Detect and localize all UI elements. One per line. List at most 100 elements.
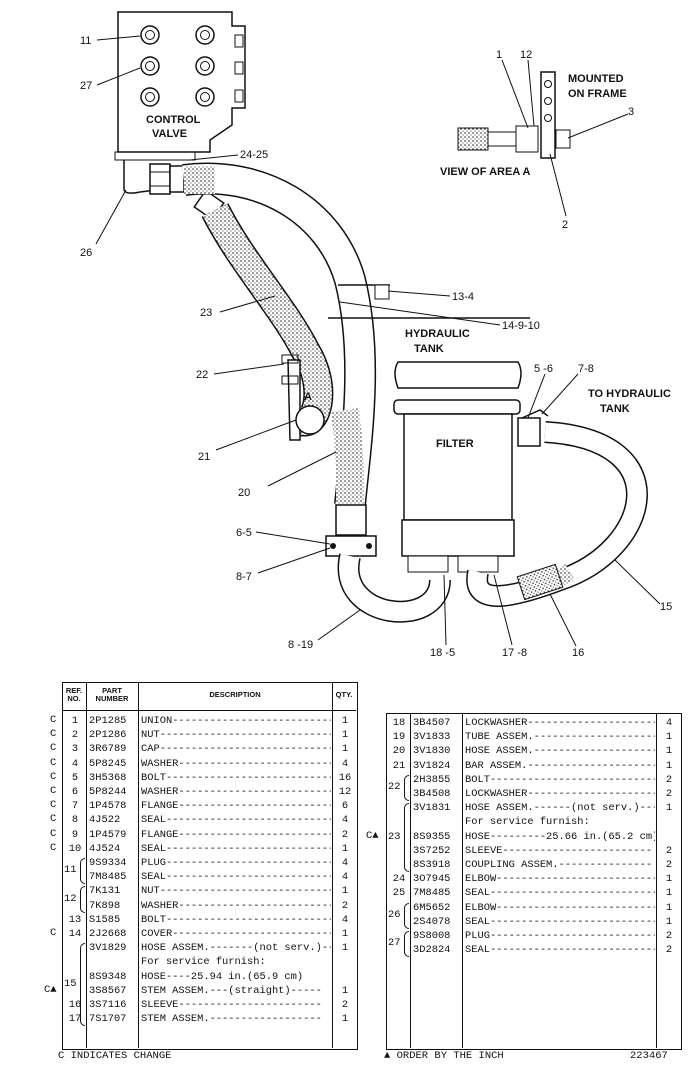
description-cell: NUT------------------------------- (141, 885, 331, 898)
callout-numbers: 11 27 1 12 3 2 24-25 26 13-4 14-9-10 23 … (80, 35, 672, 659)
part-number-cell: 2P1286 (89, 729, 127, 742)
control-valve: CONTROL VALVE (114, 11, 246, 161)
table-row: 45P8245WASHER---------------------------… (62, 757, 356, 771)
part-number-cell: 5P8244 (89, 786, 127, 798)
description-header: DESCRIPTION (209, 690, 261, 699)
description-cell: FLANGE---------------------------- (141, 828, 331, 841)
group-ref-number: 26 (388, 908, 401, 921)
part-number-cell: 3V1829 (89, 942, 127, 955)
elbow-fitting (517, 409, 549, 447)
part-number-cell: 3S7116 (89, 999, 127, 1011)
ref-cell: 18 (392, 717, 406, 729)
ref-cell: 21 (392, 759, 406, 772)
hose-20 (181, 162, 377, 507)
table-row: 7K131 NUT------------------------------- 1 (62, 884, 356, 898)
table-row: 9S9334PLUG------------------------------… (62, 856, 356, 870)
description-cell: LOCKWASHER------------------------- (465, 717, 655, 729)
description-cell: PLUG------------------------------- (465, 930, 655, 942)
ref-cell: 4 (71, 757, 79, 770)
right-parts-table: 183B4507LOCKWASHER----------------------… (386, 713, 680, 1048)
mounted-label-1: MOUNTED (568, 73, 624, 85)
description-cell: LOCKWASHER------------------------- (465, 788, 655, 800)
callout-12: 12 (520, 49, 532, 61)
group-ref-number: 27 (388, 937, 401, 950)
callout-13-4: 13-4 (452, 291, 474, 303)
description-cell: HOSE---------25.66 in.(65.2 cm) (465, 830, 655, 843)
qty-cell: 1 (341, 885, 349, 898)
table-row: 84J522SEAL------------------------------… (62, 813, 356, 827)
ref-cell: 19 (392, 731, 406, 744)
callout-20: 20 (238, 487, 250, 499)
callout-2: 2 (562, 219, 568, 231)
part-number-cell: 4J524 (89, 842, 121, 855)
description-cell: BOLT------------------------------- (465, 773, 655, 786)
qty-cell: 6 (341, 800, 349, 813)
qty-cell: 1 (665, 887, 673, 900)
qty-cell: 2 (665, 930, 673, 942)
qty-cell: 4 (341, 857, 349, 869)
callout-27: 27 (80, 80, 92, 92)
tank-label-1: HYDRAULIC (405, 328, 470, 340)
right-table-frame (386, 713, 682, 1050)
table-row: 12P1285UNION----------------------------… (62, 714, 356, 728)
ref-cell: 25 (392, 887, 406, 900)
filter-label: FILTER (436, 438, 474, 450)
callout-8-19: 8 -19 (288, 639, 313, 651)
group-ref-number: 12 (64, 892, 77, 905)
table-row: 3S7252 SLEEVE------------------------2 (386, 844, 680, 858)
part-number-cell: 2S4078 (413, 915, 451, 928)
description-cell: SEAL------------------------------ (141, 871, 331, 884)
description-cell: ELBOW------------------------------ (465, 901, 655, 914)
group-brace (80, 943, 85, 1027)
description-cell: STEM ASSEM.------------------ (141, 1013, 322, 1026)
qty-cell: 2 (665, 859, 673, 871)
group-brace (80, 886, 85, 913)
ref-cell: 5 (71, 771, 79, 784)
part-number-cell: 8S3918 (413, 859, 451, 871)
part-number-cell: 3V1824 (413, 759, 451, 772)
qty-cell: 1 (341, 942, 349, 955)
table-row: 7M8485SEAL------------------------------… (62, 870, 356, 884)
description-cell: SEAL------------------------------- (465, 887, 655, 900)
change-order-flag-left: C▲ (44, 983, 57, 996)
group-brace (404, 902, 409, 929)
callout-7-8-top: 7-8 (578, 363, 594, 375)
description-cell: BAR ASSEM.------------------------- (465, 759, 655, 772)
qty-cell: 1 (341, 928, 349, 940)
change-order-flag-right: C▲ (366, 829, 379, 842)
qty-cell: 2 (341, 999, 349, 1011)
qty-cell: 2 (665, 844, 673, 857)
description-cell: CAP------------------------------- (141, 743, 331, 756)
table-row: 71P4578FLANGE---------------------------… (62, 799, 356, 813)
change-flag: C (50, 841, 57, 854)
left-table-frame (62, 682, 358, 1050)
description-cell: HOSE----25.94 in.(65.9 cm) (141, 970, 304, 983)
tank-label-2: TANK (414, 343, 444, 355)
description-cell: NUT------------------------------- (141, 729, 331, 742)
change-flag: C (50, 785, 57, 797)
description-cell: WASHER---------------------------- (141, 757, 331, 770)
description-cell: SLEEVE----------------------- (141, 999, 322, 1011)
group-ref-number: 22 (388, 781, 401, 793)
qty-cell: 2 (665, 788, 673, 800)
part-number-cell: 3V1833 (413, 731, 451, 744)
table-row: 3D2824SEAL------------------------------… (386, 943, 680, 957)
part-number-cell: 7K131 (89, 885, 121, 898)
part-number-cell: 3O7945 (413, 873, 451, 886)
qty-cell: 4 (341, 913, 349, 926)
qty-cell: 1 (341, 715, 349, 727)
qty-cell: 1 (665, 745, 673, 758)
table-row: For service furnish: (386, 815, 680, 829)
callout-1: 1 (496, 49, 502, 61)
table-row: 8S3918 COUPLING ASSEM.---------------2 (386, 858, 680, 872)
part-number-cell: 3B4508 (413, 788, 451, 800)
view-area-a: MOUNTED ON FRAME VIEW OF AREA A (440, 71, 627, 178)
table-row: 53H5368BOLT-----------------------------… (62, 771, 356, 785)
part-number-cell: 2H3855 (413, 773, 451, 786)
ref-cell: 1 (71, 715, 79, 727)
part-number-cell: 3V1831 (413, 802, 451, 815)
change-flag: C (50, 714, 57, 726)
